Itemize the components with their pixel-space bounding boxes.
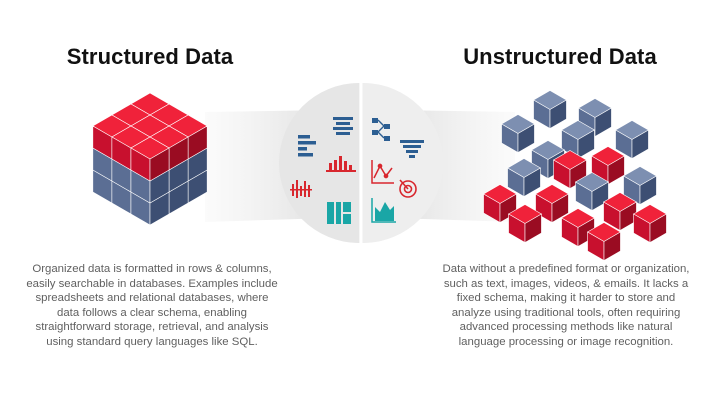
target-icon bbox=[399, 179, 417, 198]
data-cube bbox=[560, 120, 596, 160]
structured-cube bbox=[92, 92, 208, 226]
data-cube bbox=[552, 150, 588, 190]
data-cube bbox=[532, 90, 568, 130]
data-cube bbox=[534, 184, 570, 224]
text-lines-icon bbox=[333, 117, 353, 135]
data-cube bbox=[130, 136, 170, 182]
data-cube bbox=[614, 120, 650, 160]
bar-chart-icon bbox=[326, 156, 356, 172]
data-cube bbox=[500, 114, 536, 154]
data-cube bbox=[602, 192, 638, 232]
data-cube bbox=[622, 166, 658, 206]
center-circle bbox=[279, 83, 443, 243]
data-cube bbox=[632, 204, 668, 244]
structured-data-description: Organized data is formatted in rows & co… bbox=[26, 263, 278, 348]
hierarchy-icon bbox=[372, 118, 390, 141]
data-cube bbox=[586, 222, 622, 262]
structured-data-title: Structured Data bbox=[66, 44, 234, 69]
data-cube bbox=[506, 158, 542, 198]
unstructured-data-description: Data without a predefined format or orga… bbox=[442, 263, 690, 348]
area-chart-icon bbox=[371, 198, 396, 223]
columns-icon bbox=[327, 202, 351, 224]
data-cube bbox=[560, 208, 596, 248]
unstructured-data-title: Unstructured Data bbox=[463, 44, 657, 69]
funnel-icon bbox=[400, 140, 424, 158]
sticks-chart-icon bbox=[290, 180, 312, 198]
line-chart-icon bbox=[371, 160, 394, 184]
data-cube bbox=[507, 204, 543, 244]
unstructured-cubes bbox=[482, 90, 668, 262]
data-cube bbox=[482, 184, 518, 224]
bar-list-icon bbox=[298, 135, 316, 157]
